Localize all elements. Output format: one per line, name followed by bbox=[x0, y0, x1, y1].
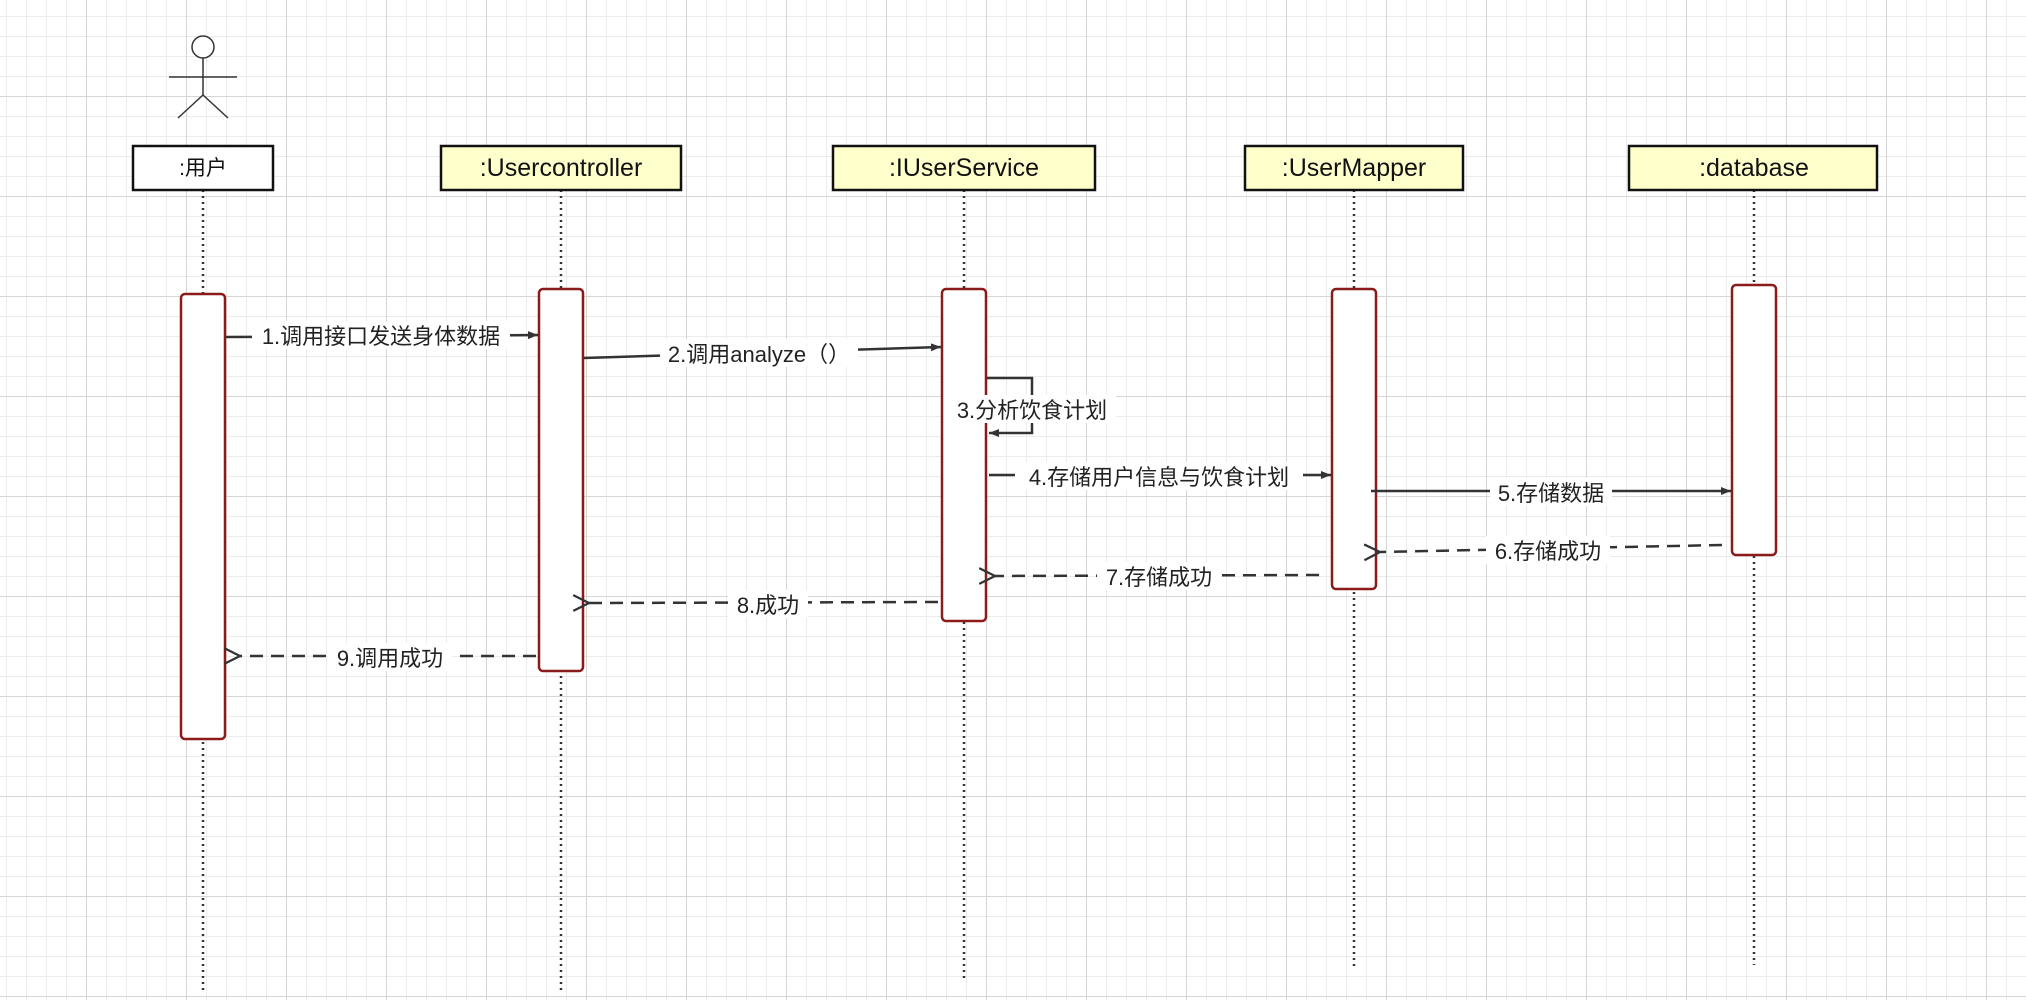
message-8: 8.成功 bbox=[728, 590, 808, 618]
message-4: 4.存储用户信息与饮食计划 bbox=[1015, 462, 1303, 490]
message-3-label: 3.分析饮食计划 bbox=[957, 398, 1107, 423]
activation-bar-database bbox=[1730, 283, 1778, 557]
participant-user-label: :用户 bbox=[179, 157, 227, 180]
participant-usercontroller[interactable]: :Usercontroller bbox=[439, 144, 683, 192]
message-5: 5.存储数据 bbox=[1490, 478, 1612, 506]
participant-iuserservice[interactable]: :IUserService bbox=[831, 144, 1097, 192]
message-1: 1.调用接口发送身体数据 bbox=[252, 321, 510, 349]
message-4-label: 4.存储用户信息与饮食计划 bbox=[1029, 465, 1289, 490]
message-7-arrow bbox=[995, 575, 1320, 576]
activation-bar-user bbox=[179, 292, 227, 741]
message-7: 7.存储成功 bbox=[1097, 562, 1221, 590]
participant-user[interactable]: :用户 bbox=[131, 144, 275, 192]
actor-stick-figure-icon bbox=[169, 35, 237, 119]
message-6: 6.存储成功 bbox=[1486, 536, 1610, 564]
message-7-label: 7.存储成功 bbox=[1106, 565, 1212, 590]
activation-bar-iuserservice bbox=[940, 287, 988, 623]
activation-bar-usermapper bbox=[1330, 287, 1378, 591]
participant-usermapper-label: :UserMapper bbox=[1282, 154, 1427, 182]
message-2: 2.调用analyze（） bbox=[660, 339, 858, 367]
participant-usermapper[interactable]: :UserMapper bbox=[1243, 144, 1465, 192]
participant-usercontroller-label: :Usercontroller bbox=[480, 154, 643, 182]
participant-database-label: :database bbox=[1699, 154, 1809, 182]
message-9: 9.调用成功 bbox=[328, 643, 452, 671]
participant-iuserservice-label: :IUserService bbox=[889, 154, 1039, 182]
activation-bar-usercontroller bbox=[537, 287, 585, 673]
message-6-label: 6.存储成功 bbox=[1495, 539, 1601, 564]
message-3: 3.分析饮食计划 bbox=[948, 395, 1116, 423]
participant-database[interactable]: :database bbox=[1627, 144, 1879, 192]
message-5-label: 5.存储数据 bbox=[1498, 481, 1604, 506]
message-1-label: 1.调用接口发送身体数据 bbox=[262, 324, 500, 349]
message-2-label: 2.调用analyze（） bbox=[668, 342, 850, 367]
message-9-label: 9.调用成功 bbox=[337, 646, 443, 671]
message-8-label: 8.成功 bbox=[737, 593, 799, 618]
